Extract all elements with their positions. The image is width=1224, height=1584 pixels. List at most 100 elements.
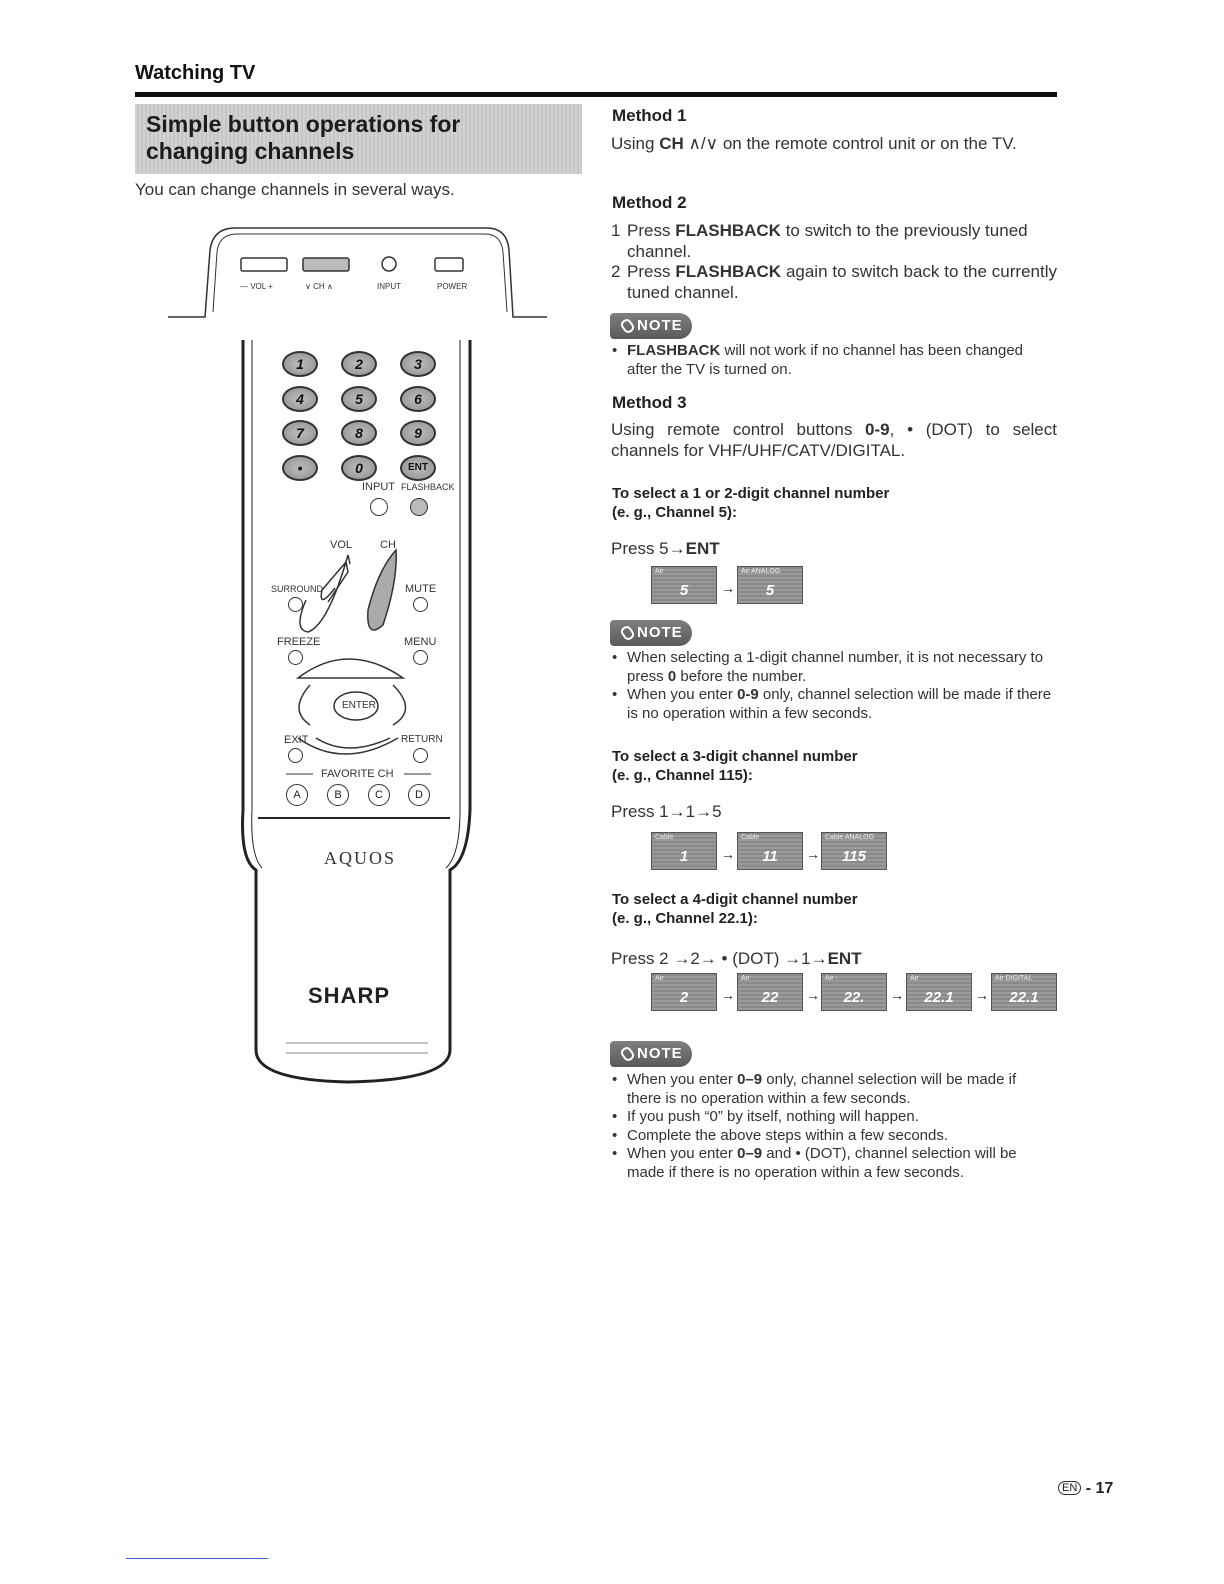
tv-panel-illustration: [168, 227, 547, 318]
screen-label: Cable: [655, 834, 674, 841]
note2-2-pre: When you enter: [627, 686, 738, 703]
fav-b-button[interactable]: B: [327, 784, 349, 806]
method3-post: , • (DOT) to select channels for VHF/UHF…: [611, 420, 1057, 460]
tv-input-label: INPUT: [377, 282, 401, 291]
note3-1-post: only, channel selection will be made if …: [627, 1071, 1017, 1107]
method1-pre: Using: [611, 134, 660, 153]
right-arrow-pad-icon: [392, 684, 407, 726]
note3-4-bold: 0–9: [737, 1145, 763, 1162]
input-button[interactable]: [370, 498, 388, 516]
note-label-3: NOTE: [637, 1045, 683, 1062]
screen-seq3-4: Air 22.1: [906, 973, 972, 1011]
sub3-press-bold: ENT: [827, 949, 862, 968]
screen-value: 1: [679, 848, 689, 865]
ch-label: CH: [380, 539, 396, 551]
key-7[interactable]: 7: [282, 420, 318, 446]
method3-pre: Using remote control buttons: [611, 420, 866, 439]
header-rule: [135, 92, 1057, 97]
screen-label: Air DIGITAL: [995, 975, 1033, 982]
vol-rocker-icon: [299, 554, 351, 633]
screen-label: Air: [655, 568, 664, 575]
screen-label: Cable: [741, 834, 760, 841]
screen-label: Air: [910, 975, 919, 982]
key-9[interactable]: 9: [400, 420, 436, 446]
intro-text: You can change channels in several ways.: [135, 180, 455, 199]
menu-label: MENU: [404, 636, 437, 648]
note2-item-2: • When you enter 0-9 only, channel selec…: [612, 686, 1052, 722]
return-label: RETURN: [401, 734, 443, 745]
page-number: EN - 17: [1058, 1480, 1113, 1498]
fav-d-button[interactable]: D: [408, 784, 430, 806]
step2-pre: Press: [627, 262, 676, 281]
screen-value: 115: [842, 848, 866, 865]
sub2-press: Press 1→1→5: [611, 802, 722, 821]
note2-2-post: only, channel selection will be made if …: [627, 686, 1052, 722]
note3-item-4: • When you enter 0–9 and • (DOT), channe…: [612, 1145, 1017, 1181]
exit-button[interactable]: [288, 748, 303, 763]
menu-button[interactable]: [413, 650, 428, 665]
screen-value: 22.1: [1009, 989, 1039, 1006]
step1-num: 1: [611, 221, 621, 240]
enter-label[interactable]: ENTER: [342, 700, 376, 711]
footer-line: [126, 1558, 268, 1559]
key-5[interactable]: 5: [341, 386, 377, 412]
note-label-2: NOTE: [637, 624, 683, 641]
method1-text: Using CH ∧/∨ on the remote control unit …: [611, 133, 1051, 154]
sub3-line2: (e. g., Channel 22.1):: [612, 910, 758, 927]
title-line-2: changing channels: [146, 138, 355, 164]
method1-ch: CH: [659, 134, 684, 153]
freeze-label: FREEZE: [277, 636, 321, 648]
note3-item-1: • When you enter 0–9 only, channel selec…: [612, 1071, 1017, 1107]
note-badge-3: NOTE: [610, 1041, 692, 1067]
screen-label: Air ANALOG: [741, 568, 781, 575]
paperclip-icon: [618, 624, 637, 642]
screen-value: 2: [679, 989, 689, 1006]
screen-value: 22: [761, 989, 779, 1006]
surround-button[interactable]: [288, 597, 303, 612]
method2-step2: 2 Press FLASHBACK again to switch back t…: [611, 261, 1057, 303]
sub2-line2: (e. g., Channel 115):: [612, 767, 753, 784]
note3-3-pre: Complete the above steps within a few se…: [627, 1127, 949, 1144]
note2-1-post: before the number.: [676, 668, 807, 685]
arrow: →: [721, 846, 735, 862]
key-0[interactable]: 0: [341, 455, 377, 481]
note3-4-pre: When you enter: [627, 1145, 738, 1162]
key-6[interactable]: 6: [400, 386, 436, 412]
screen-value: 22.1: [924, 989, 954, 1006]
arrow: →: [721, 580, 735, 596]
key-3[interactable]: 3: [400, 351, 436, 377]
key-dot[interactable]: •: [282, 455, 318, 481]
note2-1-pre: When selecting a 1-digit channel number,…: [627, 649, 1044, 685]
freeze-button[interactable]: [288, 650, 303, 665]
key-ent[interactable]: ENT: [400, 455, 436, 481]
key-2[interactable]: 2: [341, 351, 377, 377]
step1-pre: Press: [627, 221, 676, 240]
note2-1-bold: 0: [667, 668, 677, 685]
sub3-press: Press 2 →2→ • (DOT) →1→ENT: [611, 948, 862, 969]
vol-button-icon: [240, 257, 288, 272]
arrow: →: [721, 987, 735, 1003]
surround-label: SURROUND: [271, 584, 324, 594]
key-8[interactable]: 8: [341, 420, 377, 446]
section-header: Watching TV: [135, 62, 256, 84]
page-title: Simple button operations for changing ch…: [146, 111, 460, 165]
mute-button[interactable]: [413, 597, 428, 612]
note2-item-1: • When selecting a 1-digit channel numbe…: [612, 649, 1044, 685]
arrow: →: [806, 846, 820, 862]
method2-heading: Method 2: [612, 193, 687, 212]
enter-button-icon: [333, 691, 379, 721]
key-4[interactable]: 4: [282, 386, 318, 412]
flashback-button[interactable]: [410, 498, 428, 516]
method1-post: on the remote control unit or on the TV.: [722, 134, 1017, 153]
screen-label: Air: [655, 975, 664, 982]
fav-c-button[interactable]: C: [368, 784, 390, 806]
arrow: →: [890, 987, 904, 1003]
title-line-1: Simple button operations for: [146, 111, 461, 137]
fav-a-button[interactable]: A: [286, 784, 308, 806]
arrow: →: [806, 987, 820, 1003]
sub1-press-pre: Press 5→: [611, 539, 686, 558]
key-1[interactable]: 1: [282, 351, 318, 377]
return-button[interactable]: [413, 748, 428, 763]
page-num-value: - 17: [1085, 1480, 1114, 1497]
